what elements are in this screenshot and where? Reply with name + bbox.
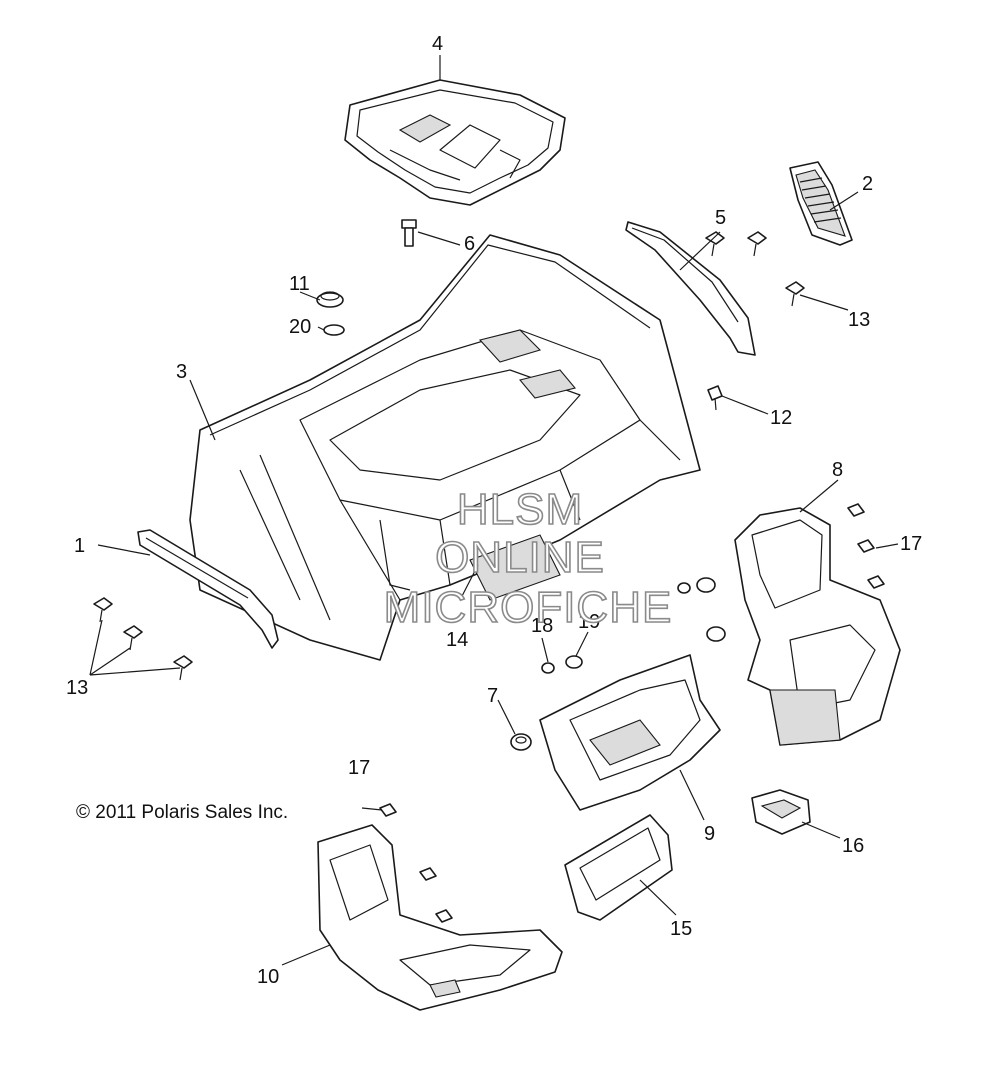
callout-6: 6 <box>464 233 475 255</box>
callout-17-lower: 17 <box>348 757 370 779</box>
callout-8: 8 <box>832 459 843 481</box>
callout-3: 3 <box>176 361 187 383</box>
callout-11: 11 <box>289 273 310 295</box>
watermark-line-3: MICROFICHE <box>384 583 673 632</box>
part-18-washers <box>541 582 691 674</box>
bolts-near-part-10 <box>379 803 453 923</box>
part-15-plate <box>564 814 673 921</box>
part-3-storage-box <box>189 234 701 661</box>
callout-13-lower: 13 <box>66 677 88 699</box>
callout-19: 19 <box>578 611 600 633</box>
bolts-near-part-8 <box>847 503 885 589</box>
callout-7: 7 <box>487 685 498 707</box>
part-2-grille <box>789 161 853 246</box>
part-1-trim-strip <box>137 529 279 649</box>
callout-2: 2 <box>862 173 873 195</box>
leader-lines <box>89 55 899 966</box>
push-rivets-upper <box>705 231 805 307</box>
callout-20: 20 <box>289 316 311 338</box>
part-10-floor-pan <box>317 824 563 1011</box>
callout-5: 5 <box>715 207 726 229</box>
part-5-side-rail <box>625 221 756 356</box>
part-7-grommet <box>510 733 532 751</box>
callout-13-upper: 13 <box>848 309 870 331</box>
callout-15: 15 <box>670 918 692 940</box>
part-9-bracket-tray <box>539 654 721 811</box>
callout-16: 16 <box>842 835 864 857</box>
callout-12: 12 <box>770 407 792 429</box>
watermark-line-1: HLSM <box>457 485 583 534</box>
callout-10: 10 <box>257 966 279 988</box>
part-11-cap <box>316 291 344 308</box>
callout-9: 9 <box>704 823 715 845</box>
part-6-bolt <box>401 219 417 247</box>
part-8-battery-box <box>734 507 901 746</box>
callout-17-right: 17 <box>900 533 922 555</box>
callout-14: 14 <box>446 629 468 651</box>
part-20-oring <box>323 324 345 336</box>
part-16-connector <box>751 789 811 835</box>
copyright-text: © 2011 Polaris Sales Inc. <box>76 802 288 823</box>
push-rivets-lower-left <box>93 597 193 681</box>
callout-4: 4 <box>432 33 443 55</box>
callout-labels: 4 2 5 6 11 20 13 3 12 8 17 1 14 18 19 13… <box>66 33 922 988</box>
part-19-grommets <box>565 577 726 669</box>
part-12-screw <box>707 385 723 411</box>
callout-18: 18 <box>531 615 553 637</box>
watermark-line-2: ONLINE <box>435 533 605 582</box>
part-4-cover-panel <box>344 79 566 206</box>
callout-1: 1 <box>74 535 85 557</box>
watermark: HLSM ONLINE MICROFICHE <box>383 484 673 633</box>
